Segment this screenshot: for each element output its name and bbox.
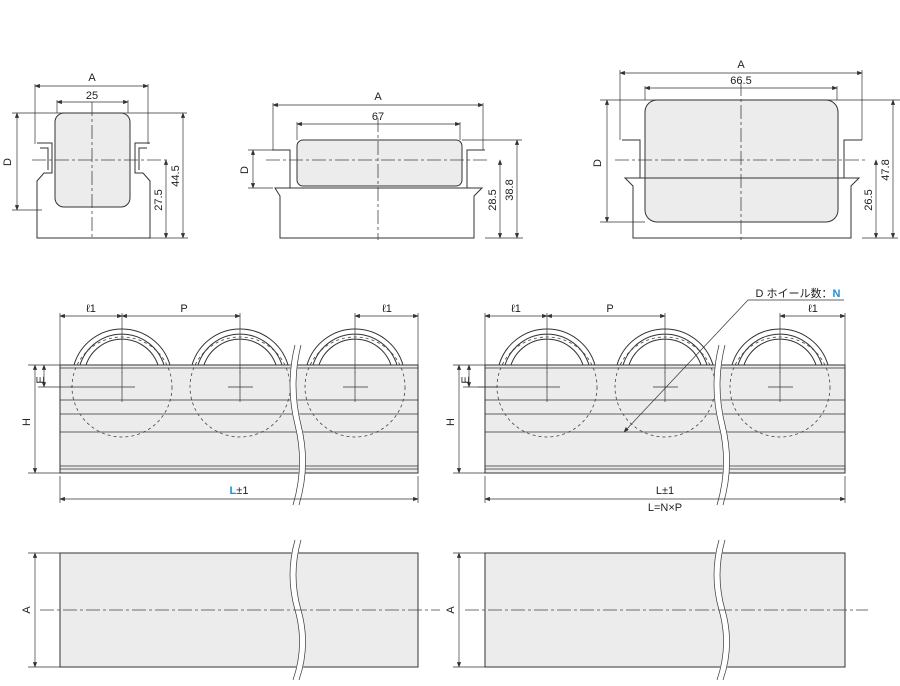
dim-width: 67 [372,111,384,123]
dim-E: E [460,376,472,383]
dim-A: A [445,606,457,614]
section-view-1: A 25 D 27.5 44.5 [2,72,188,240]
dim-h2: 47.8 [880,159,892,180]
dim-h1: 26.5 [863,189,875,210]
wheel-callout: D ホイール数：N [756,287,841,300]
dim-A: A [21,606,33,614]
dim-L-formula: L=N×P [648,502,682,514]
dim-D: D [592,159,604,167]
dim-D: D [239,166,251,174]
front-view-left: ℓ1 P ℓ1 E H L±1 [21,303,419,507]
front-view-right: ℓ1 P ℓ1 E H L±1 L=N×P D ホイール数：N [445,287,846,514]
dim-h2: 38.8 [504,179,516,200]
dim-A: A [737,59,745,71]
dim-h1: 27.5 [153,189,165,210]
dim-l1-left: ℓ1 [86,303,96,315]
dim-L: L±1 [230,485,249,497]
dim-l1-left: ℓ1 [511,303,521,315]
section-view-3: A 66.5 D 26.5 47.8 [592,59,900,242]
dim-l1-right: ℓ1 [808,303,818,315]
wheel-callout-text: D ホイール数： [756,287,833,300]
dim-A: A [374,91,382,103]
dim-h1: 28.5 [487,189,499,210]
top-view-right: A [445,539,868,682]
dim-width: 66.5 [730,75,751,87]
dim-P: P [606,303,613,315]
dim-h2: 44.5 [170,165,182,186]
dim-l1-right: ℓ1 [382,303,392,315]
wheel-count-N: N [833,288,841,300]
dim-L: L±1 [656,485,674,497]
dim-L-symbol: L [230,485,237,497]
dim-D: D [2,158,14,166]
dim-H: H [21,418,33,426]
dim-L-tolerance: ±1 [236,485,248,497]
top-view-left: A [21,539,440,682]
section-view-2: A 67 D 28.5 38.8 [239,91,523,240]
dim-E: E [35,376,47,383]
dim-H: H [445,418,457,426]
dim-P: P [180,303,187,315]
dim-width: 25 [86,90,98,102]
dim-A: A [88,72,96,84]
